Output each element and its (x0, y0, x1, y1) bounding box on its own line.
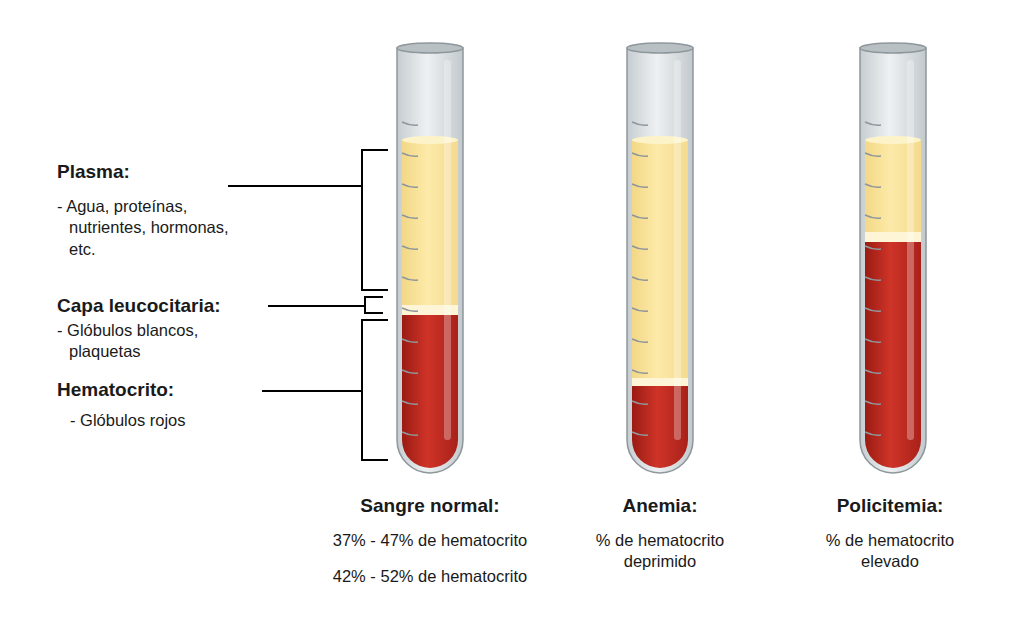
graduation-marks (402, 122, 418, 435)
test-tube (397, 43, 463, 473)
range-note: % de hematocrito elevado (808, 530, 973, 573)
tube-glass (397, 48, 463, 473)
hematocrit-bracket (362, 320, 388, 460)
tube-glass (860, 48, 926, 473)
tube-glass (627, 48, 693, 473)
tube-title: Sangre normal: (330, 494, 530, 519)
range-note: 37% - 47% de hematocrito (305, 530, 555, 551)
leader-line (268, 305, 365, 307)
leader-line (262, 390, 362, 392)
glass-highlight (674, 60, 681, 440)
part-description: - Glóbulos blancos, plaquetas (57, 320, 247, 363)
glass-highlight (444, 60, 451, 440)
graduation-marks (865, 122, 881, 435)
test-tube (627, 43, 693, 473)
graduation-marks (632, 122, 648, 435)
tube-rim (627, 43, 693, 53)
test-tube (860, 43, 926, 473)
part-name: Capa leucocitaria: (57, 294, 262, 319)
plasma-bracket (362, 150, 388, 290)
glass-highlight (907, 60, 914, 440)
tube-title: Anemia: (575, 494, 745, 519)
part-name: Plasma: (57, 160, 227, 185)
buffy-coat-bracket (365, 297, 383, 313)
part-description: - Agua, proteínas, nutrientes, hormonas,… (57, 196, 247, 260)
part-description: - Glóbulos rojos (70, 410, 260, 431)
range-note: % de hematocrito deprimido (578, 530, 743, 573)
tube-rim (397, 43, 463, 53)
tube-rim (860, 43, 926, 53)
leader-line (228, 185, 362, 187)
range-note: 42% - 52% de hematocrito (305, 566, 555, 587)
tube-title: Policitemia: (795, 494, 985, 519)
bracket-group (228, 150, 388, 460)
part-name: Hematocrito: (57, 378, 257, 403)
